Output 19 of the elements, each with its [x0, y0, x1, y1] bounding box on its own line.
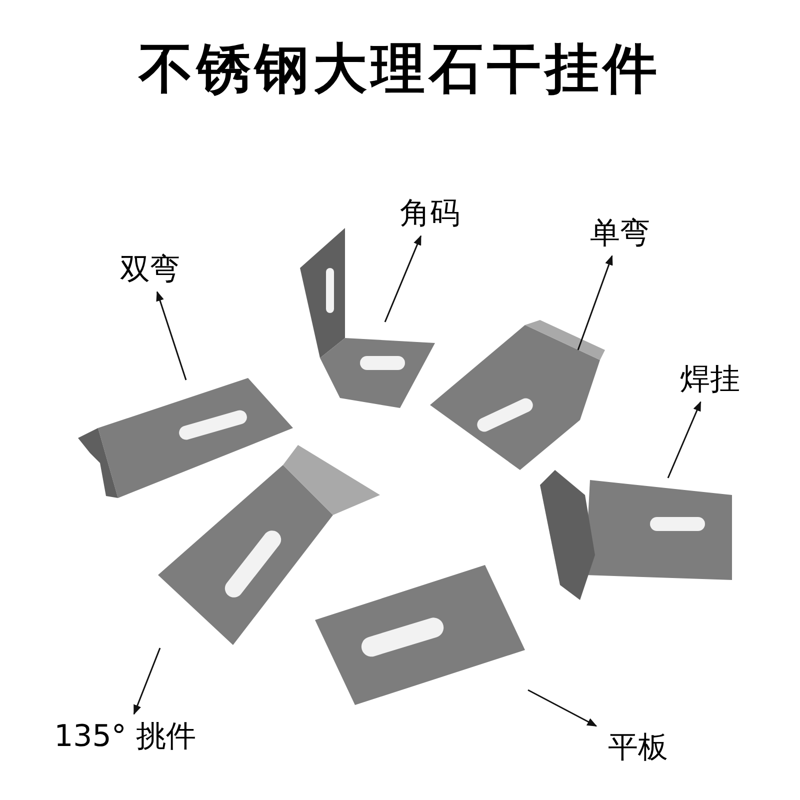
part-label: 角码 [400, 199, 460, 229]
arrow [133, 648, 161, 715]
title: 不锈钢大理石干挂件 [137, 36, 662, 102]
bracket-drawing [300, 228, 435, 408]
part-label: 135° 挑件 [54, 722, 196, 752]
bracket-drawing [315, 565, 525, 705]
part-label: 焊挂 [680, 365, 740, 395]
part-label: 双弯 [120, 255, 180, 285]
arrow [577, 255, 613, 350]
part-label: 单弯 [590, 219, 650, 249]
arrow [667, 401, 702, 478]
bracket-drawing [540, 470, 732, 600]
arrow [528, 689, 598, 727]
bracket-drawing [78, 378, 293, 498]
part-label: 平板 [608, 733, 668, 763]
arrow [156, 291, 187, 380]
bracket-drawing [430, 320, 605, 470]
arrow [384, 235, 422, 322]
bracket-drawing [158, 445, 380, 645]
